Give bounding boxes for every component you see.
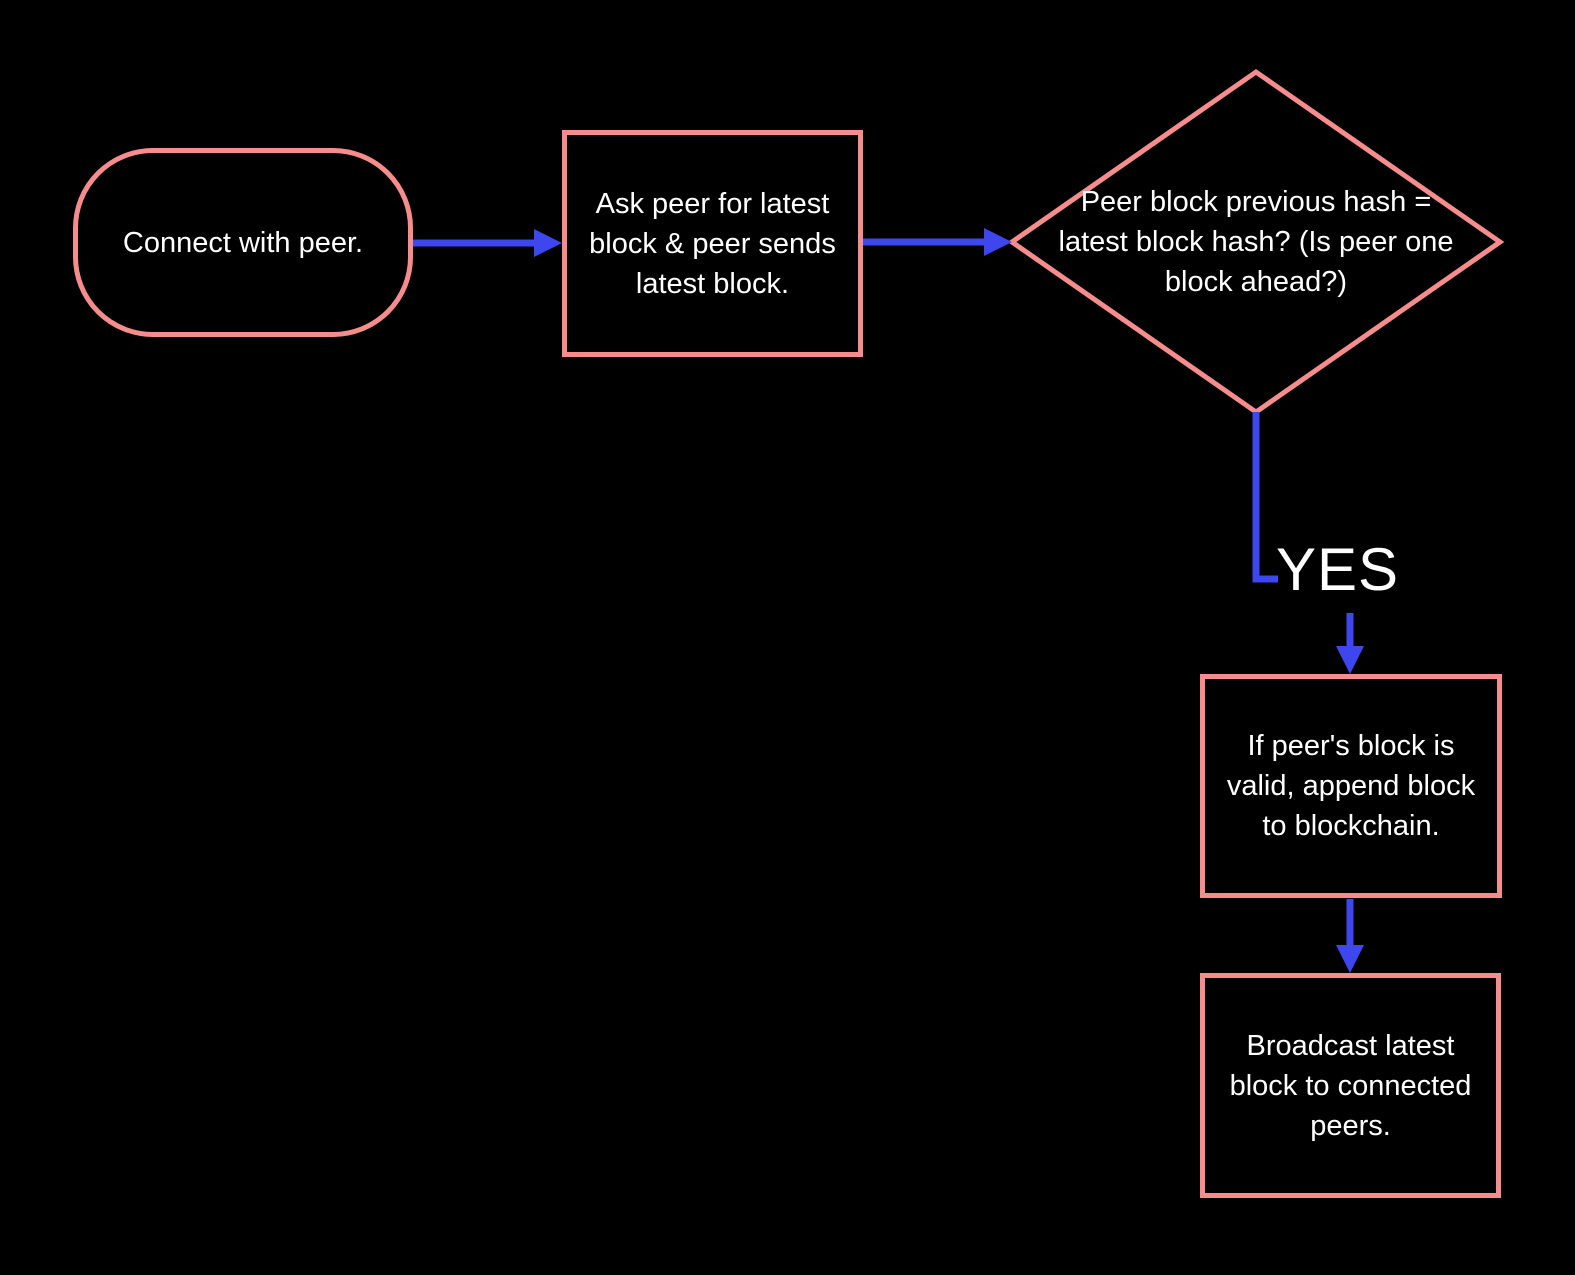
start-node-label: Connect with peer. [122, 226, 364, 259]
process-append-block-node: If peer's block is valid, append block t… [1200, 674, 1502, 898]
decision-line-2: latest block hash? (Is peer one [1058, 226, 1454, 258]
yes-branch-label: YES [1276, 536, 1400, 603]
decision-peer-hash-node: Peer block previous hash = latest block … [1012, 182, 1500, 302]
decision-line-3: block ahead?) [1164, 266, 1348, 298]
arrowhead-append-to-broadcast [1336, 945, 1364, 973]
arrowhead-start-to-ask [534, 229, 562, 257]
broadcast-line-1: Broadcast latest [1246, 1029, 1455, 1062]
process-ask-peer-node: Ask peer for latest block & peer sends l… [562, 130, 863, 357]
process-broadcast-node: Broadcast latest block to connected peer… [1200, 973, 1501, 1198]
start-terminator-node: Connect with peer. [73, 148, 413, 337]
ask-peer-line-1: Ask peer for latest [595, 187, 830, 220]
append-block-line-3: to blockchain. [1262, 810, 1440, 842]
broadcast-line-2: block to connected [1229, 1069, 1472, 1102]
arrowhead-yes-to-append [1336, 646, 1364, 674]
ask-peer-line-3: latest block. [635, 267, 790, 300]
decision-line-1: Peer block previous hash = [1080, 186, 1432, 218]
append-block-line-2: valid, append block [1226, 770, 1476, 802]
ask-peer-line-2: block & peer sends [589, 227, 836, 260]
arrowhead-ask-to-decision [984, 228, 1012, 256]
broadcast-line-3: peers. [1310, 1109, 1391, 1142]
append-block-line-1: If peer's block is [1247, 730, 1455, 762]
connector-decision-yes-elbow [1252, 412, 1278, 583]
